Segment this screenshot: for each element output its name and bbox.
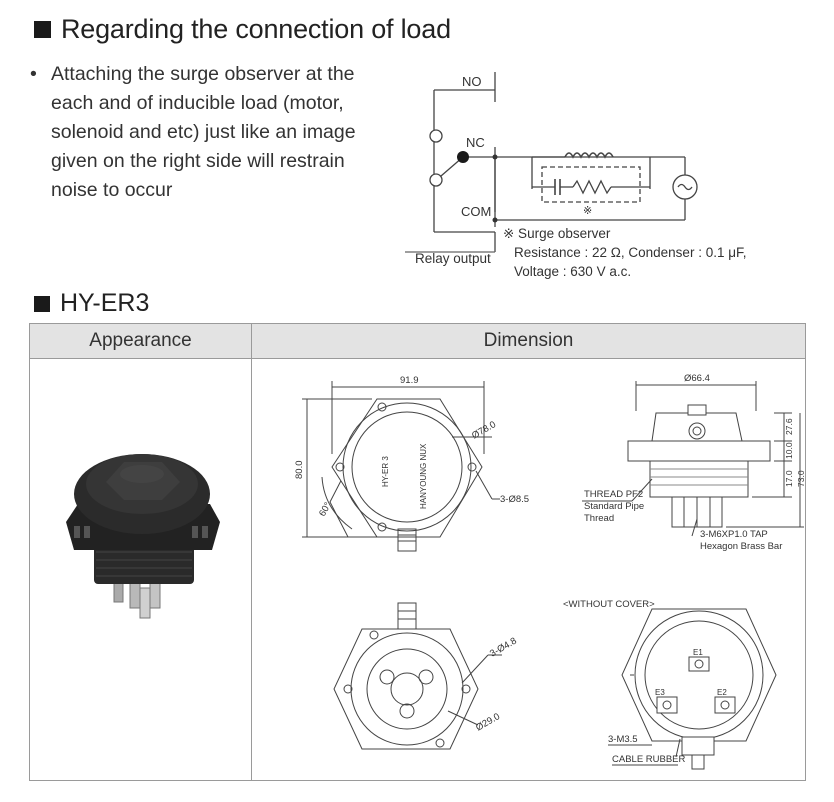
bullet-text: Attaching the surge observer at the each… <box>51 63 356 201</box>
spec-table: Appearance Dimension <box>29 323 806 781</box>
dimension-drawings: 91.9 80.0 Ø78.0 3-Ø8.5 60° HANYOUNG NUX … <box>294 373 806 770</box>
surge-spec-line1: Resistance : 22 Ω, Condenser : 0.1 μF, <box>514 245 747 260</box>
label-com: COM <box>461 204 491 219</box>
dim-27: 27.6 <box>784 418 794 435</box>
product-photo <box>66 454 220 619</box>
cable-rubber-label: CABLE RUBBER <box>612 754 686 765</box>
bullet-paragraph: • Attaching the surge observer at the ea… <box>30 60 390 205</box>
square-bullet-icon <box>34 295 50 312</box>
thread-title: THREAD PF2 <box>584 489 643 500</box>
dim-top-width: 91.9 <box>400 375 419 386</box>
column-divider <box>251 358 252 780</box>
without-cover-label: <WITHOUT COVER> <box>563 599 655 610</box>
tap-title: 3-M6XP1.0 TAP <box>700 529 768 540</box>
section-title: Regarding the connection of load <box>61 14 451 44</box>
dim-17: 17.0 <box>784 470 794 487</box>
label-nc: NC <box>466 135 485 150</box>
label-no: NO <box>462 74 482 89</box>
terminal-e3: E3 <box>655 688 665 697</box>
asterisk-mark: ※ <box>583 205 592 217</box>
header-dimension: Dimension <box>483 330 574 351</box>
section-heading-model: HY-ER3 <box>34 289 149 318</box>
nc-contact-node <box>457 151 469 163</box>
dim-mount-holes: 3-Ø8.5 <box>500 494 529 505</box>
thread-line1: Standard Pipe <box>584 501 644 512</box>
relay-circuit-diagram: NO NC COM ※ Relay output ※ Surge observe… <box>405 72 747 279</box>
dim-side-dia: Ø66.4 <box>684 373 710 384</box>
terminal-e2: E2 <box>717 688 727 697</box>
model-title: HY-ER3 <box>60 289 150 317</box>
dim-73: 73.0 <box>796 470 806 487</box>
tap-line1: Hexagon Brass Bar <box>700 541 782 552</box>
dim-10: 10.0 <box>784 442 794 459</box>
surge-observer-title: ※ Surge observer <box>503 226 611 241</box>
surge-spec-line2: Voltage : 630 V a.c. <box>514 264 631 279</box>
cover-logo-text: HANYOUNG NUX <box>419 443 428 509</box>
table-header-row: Appearance Dimension <box>30 324 805 359</box>
square-bullet-icon <box>34 21 51 38</box>
dim-inner-dia: Ø29.0 <box>474 711 502 733</box>
label-relay-output: Relay output <box>415 251 491 266</box>
header-appearance: Appearance <box>30 324 252 358</box>
bullet-dot: • <box>30 63 37 85</box>
cover-model-text: HY-ER 3 <box>381 456 390 487</box>
dim-bottom-holes: 3-Ø4.8 <box>488 636 519 660</box>
screws-label: 3-M3.5 <box>608 734 638 745</box>
thread-line2: Thread <box>584 513 614 524</box>
dim-height-left: 80.0 <box>294 461 305 480</box>
terminal-e1: E1 <box>693 648 703 657</box>
section-heading-connection: Regarding the connection of load <box>34 14 451 45</box>
